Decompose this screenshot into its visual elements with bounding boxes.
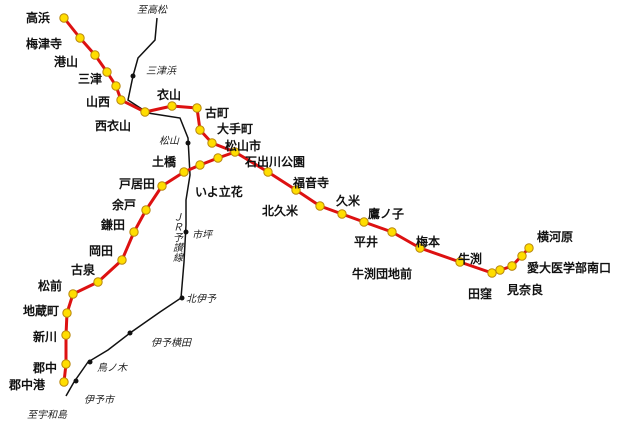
station-marker-kitakume: [291, 185, 301, 195]
station-marker-kinuyama: [167, 101, 177, 111]
station-marker-takahama: [59, 13, 69, 23]
jr-label-iyoyokota: 伊予横田: [151, 337, 192, 349]
station-marker-tsuchihashi: [213, 153, 223, 163]
jr-label-mitsuhama: 三津浜: [146, 65, 177, 77]
jr-label-iyoshi: 伊予市: [84, 394, 116, 406]
jr-label-yosan-line: ＪＲ予讃線: [171, 212, 183, 262]
station-marker-toiden: [179, 167, 189, 177]
station-marker-kamata: [141, 205, 151, 215]
jr-label-torinoki: 鳥ノ木: [97, 362, 128, 374]
station-label-koizumi: 古泉: [71, 262, 96, 277]
station-marker-gunchu: [61, 330, 71, 340]
station-label-yokogawara: 横河原: [537, 229, 573, 244]
station-marker-iyotachibana: [195, 160, 205, 170]
station-marker-takubo: [455, 257, 465, 267]
station-label-iyotachibana: いよ立花: [195, 184, 243, 199]
station-label-ushibuchidanchi: 牛渕団地前: [352, 266, 412, 281]
station-label-nishikinuyama: 西衣山: [95, 118, 131, 133]
station-label-ishiteko: 石出川公園: [244, 154, 305, 169]
station-marker-yokogawara: [524, 243, 534, 253]
jr-label-to-uwajima: 至宇和島: [27, 409, 68, 421]
station-label-hirai: 平井: [354, 234, 378, 249]
station-marker-matsumae: [93, 277, 103, 287]
station-label-jizomachi: 地蔵町: [23, 303, 59, 318]
station-label-takubo: 田窪: [468, 286, 492, 301]
station-label-yamanishi: 山西: [86, 94, 110, 109]
station-label-komachi: 古町: [205, 105, 229, 120]
station-label-matsumae: 松前: [38, 278, 62, 293]
station-marker-aidaimae: [507, 261, 517, 271]
jr-label-matsuyama: 松山: [159, 135, 180, 147]
station-label-gunchu: 郡中: [32, 360, 57, 375]
station-marker-ishiteko: [230, 147, 240, 157]
station-marker-baishinji: [75, 33, 85, 43]
station-marker-okada: [129, 227, 139, 237]
station-label-otemachi: 大手町: [217, 121, 253, 136]
station-label-yodo: 余戸: [111, 197, 136, 212]
station-marker-ushibuchi: [487, 268, 497, 278]
station-label-ushibuchi: 牛渕: [458, 251, 482, 266]
station-label-shinkawa: 新川: [33, 329, 57, 344]
station-label-mirana: 見奈良: [506, 282, 543, 297]
station-label-baishinji: 梅津寺: [26, 36, 62, 51]
station-label-takahama: 高浜: [26, 10, 50, 25]
station-marker-hirai: [359, 217, 369, 227]
station-marker-fukuonji: [263, 167, 273, 177]
jr-labels: 至高松 三津浜 松山 市坪 北伊予 伊予横田 鳥ノ木 伊予市 至宇和島 ＪＲ予讃…: [27, 4, 217, 421]
station-marker-takanoko: [337, 209, 347, 219]
station-marker-ushibuchidanchi: [387, 227, 397, 237]
station-labels: 高浜 梅津寺 港山 三津 山西 西衣山 衣山 古町 大手町 松山市 石出川公園 …: [8, 10, 611, 392]
station-marker-gunchuko: [61, 359, 71, 369]
station-marker-jizomachi: [68, 289, 78, 299]
station-marker-minatoyama: [90, 50, 100, 60]
station-label-okada: 岡田: [89, 244, 113, 258]
station-label-gunchuko: 郡中港: [8, 377, 46, 392]
station-marker-yamanishi: [116, 95, 126, 105]
station-label-aidaimae: 愛大医学部南口: [527, 260, 611, 275]
station-label-kinuyama: 衣山: [157, 87, 181, 102]
jr-stations: [73, 73, 191, 384]
station-marker-otemachi: [195, 125, 205, 135]
station-label-minatoyama: 港山: [54, 54, 78, 69]
station-marker-matsuyamashi: [207, 138, 217, 148]
station-marker-extra-0: [111, 81, 121, 91]
station-marker-mitsu: [102, 67, 112, 77]
station-marker-shinkawa: [62, 308, 72, 318]
station-marker-umenomoto: [415, 243, 425, 253]
station-label-toiden: 戸居田: [119, 177, 155, 191]
station-label-tsuchihashi: 土橋: [152, 154, 177, 169]
jr-label-kitaiyo: 北伊予: [186, 293, 217, 305]
station-label-matsuyamashi: 松山市: [225, 138, 261, 153]
jr-label-to-takamatsu: 至高松: [137, 4, 168, 16]
station-marker-extra-1: [495, 265, 505, 275]
station-label-takanoko: 鷹ノ子: [368, 206, 404, 221]
station-markers: [59, 13, 534, 387]
station-marker-nishikinuyama: [140, 107, 150, 117]
station-label-fukuonji: 福音寺: [292, 175, 329, 190]
station-label-umenomoto: 梅本: [416, 234, 440, 249]
station-marker-extra-3: [517, 251, 527, 261]
station-label-kume: 久米: [336, 193, 361, 208]
station-label-kamata: 鎌田: [100, 217, 125, 232]
station-marker-kume: [315, 201, 325, 211]
jr-label-ichitsubo: 市坪: [192, 229, 214, 241]
station-marker-komachi: [192, 103, 202, 113]
station-label-kitakume: 北久米: [262, 203, 299, 218]
station-marker-koizumi: [117, 255, 127, 265]
station-label-mitsu: 三津: [78, 71, 102, 86]
station-marker-yodo: [157, 181, 167, 191]
station-marker-extra-2: [59, 377, 69, 387]
